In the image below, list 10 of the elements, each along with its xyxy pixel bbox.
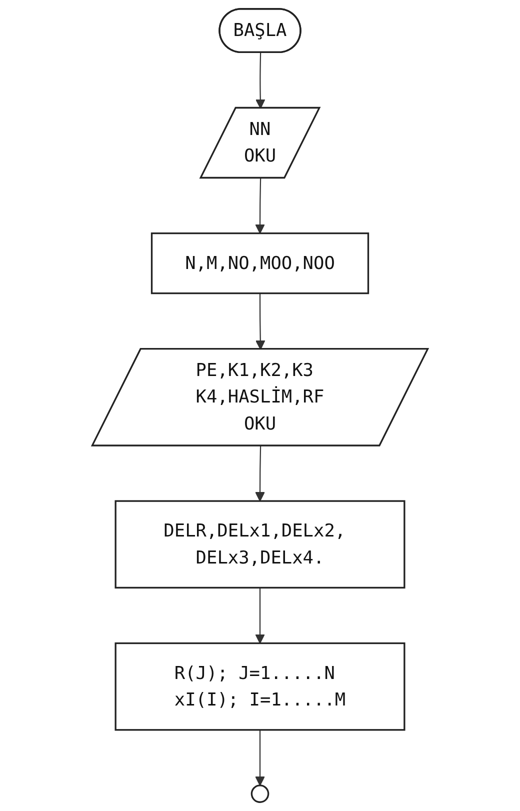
arrow	[256, 293, 266, 350]
node-box: N,M,NO,MOO,NOO	[150, 232, 370, 294]
arrow	[255, 588, 265, 644]
node-circle	[250, 784, 270, 803]
arrow	[256, 52, 266, 109]
arrow	[255, 730, 265, 786]
node-box: DELR,DELx1,DELx2, DELx3,DELx4.	[114, 500, 406, 589]
node-box: R(J); J=1.....N xI(I); I=1.....M	[114, 642, 406, 731]
arrow	[255, 178, 265, 234]
arrow	[255, 446, 265, 502]
